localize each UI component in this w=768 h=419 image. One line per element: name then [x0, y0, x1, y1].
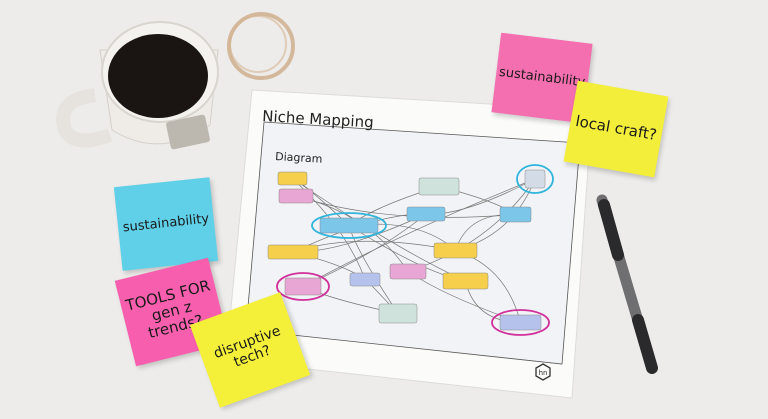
pen — [596, 194, 658, 374]
diagram-edge — [302, 178, 536, 287]
svg-text:hn: hn — [539, 369, 548, 377]
diagram-node — [433, 242, 478, 259]
highlight-circle — [276, 272, 330, 301]
coffee-ring-stain — [227, 12, 295, 80]
diagram-node — [277, 171, 308, 186]
diagram-node — [406, 206, 446, 222]
diagram-node — [319, 217, 379, 234]
diagram-edge — [292, 178, 466, 282]
diagram-paper: Niche Mapping Diagram hn — [225, 89, 593, 399]
diagram-node — [524, 169, 546, 189]
highlight-circle — [311, 212, 387, 239]
diagram-node — [442, 272, 489, 290]
diagram-node — [267, 244, 319, 260]
diagram-node — [378, 303, 418, 324]
highlight-circle — [491, 309, 550, 336]
diagram-node — [499, 314, 542, 331]
mug-logo — [166, 114, 210, 150]
hexagon-logo: hn — [535, 363, 551, 381]
highlight-circle — [516, 164, 554, 194]
diagram-node — [499, 206, 532, 223]
diagram-node — [278, 188, 314, 204]
diagram-node — [418, 177, 460, 196]
diagram-label: Diagram — [275, 150, 323, 166]
sticky-note-local-craft: local craft? — [563, 80, 669, 178]
diagram-edge — [407, 178, 536, 272]
coffee-mug — [56, 21, 219, 150]
diagram-node — [349, 272, 381, 287]
sticky-note-sustainability-blue: sustainability — [113, 177, 219, 271]
diagram-nodes — [267, 164, 554, 336]
diagram-node — [389, 263, 427, 280]
diagram-node — [284, 277, 322, 296]
